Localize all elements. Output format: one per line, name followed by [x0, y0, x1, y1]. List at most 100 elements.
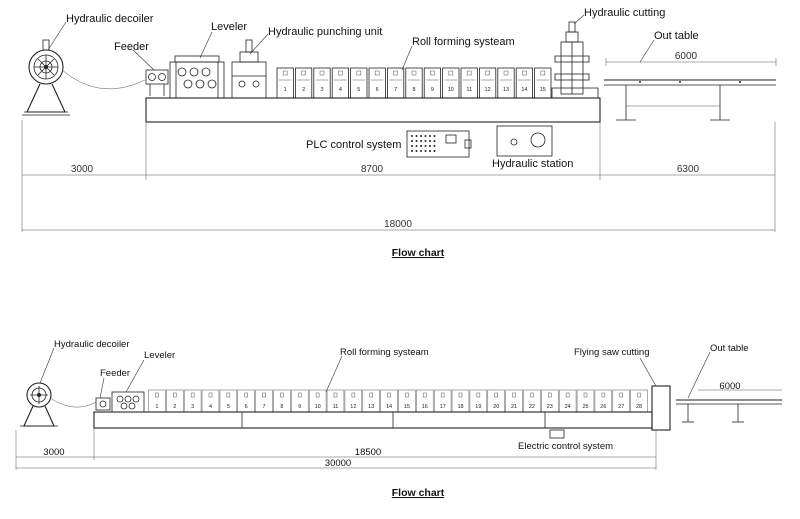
station2-roll-8	[280, 392, 284, 398]
station-number-4: 4	[339, 87, 342, 93]
station2-roll-3	[190, 392, 195, 398]
station-number-5: 5	[357, 87, 360, 93]
station-7	[386, 67, 405, 99]
station2-roll-10	[315, 392, 320, 398]
dim-total-1: 18000	[384, 219, 412, 230]
station-roll-12	[485, 70, 490, 76]
plc-key	[433, 135, 436, 137]
label-decoiler-2: Hydraulic decoiler	[54, 339, 130, 350]
dim-total-2: 30000	[325, 458, 351, 469]
leveler-1	[169, 55, 225, 99]
plc-key	[433, 145, 436, 147]
station2-number-20: 20	[493, 404, 499, 410]
punching-unit-1	[231, 39, 267, 99]
out-table-length-1: 6000	[675, 51, 698, 62]
plc-key	[429, 150, 431, 152]
station2-roll-13	[369, 392, 373, 398]
plc-key	[429, 140, 431, 142]
station2-number-13: 13	[368, 404, 374, 410]
station-number-13: 13	[503, 87, 509, 93]
plc-key	[420, 140, 422, 142]
label-leveler-2: Leveler	[144, 350, 175, 361]
dimension-lines-2: 3000 18500 30000	[15, 428, 657, 470]
station2-number-16: 16	[422, 404, 428, 410]
station2-roll-1	[155, 392, 159, 398]
station-number-7: 7	[394, 87, 397, 93]
plc-key	[424, 135, 427, 137]
station2-roll-24	[565, 392, 570, 398]
station-roll-13	[503, 70, 509, 76]
machine-bed-1	[145, 97, 601, 123]
station-roll-8	[411, 70, 417, 76]
station-2	[294, 67, 313, 99]
station-roll-7	[393, 70, 398, 76]
station-11	[460, 67, 478, 99]
station-number-14: 14	[521, 87, 527, 93]
label-out-table-2: Out table	[710, 343, 749, 354]
dim-3000-2: 3000	[43, 447, 64, 458]
station2-number-4: 4	[209, 404, 212, 410]
plc-key	[415, 150, 418, 152]
dimension-lines-1: 3000 8700 6300 18000	[21, 120, 776, 232]
label-cutting-1: Hydraulic cutting	[584, 7, 665, 19]
plc-key	[411, 150, 413, 152]
label-plc-1: PLC control system	[306, 139, 401, 151]
station-roll-11	[466, 70, 472, 76]
label-punching-1: Hydraulic punching unit	[268, 26, 382, 38]
station2-roll-11	[333, 392, 338, 398]
station-14	[515, 67, 534, 99]
plc-key	[415, 145, 418, 147]
station2-roll-9	[298, 392, 302, 398]
station2-roll-17	[440, 392, 445, 398]
station-number-6: 6	[376, 87, 379, 93]
out-table-1: 6000	[604, 51, 777, 121]
station2-roll-12	[351, 392, 356, 398]
station2-number-9: 9	[298, 404, 301, 410]
plc-key	[433, 140, 436, 142]
station2-roll-27	[619, 392, 623, 398]
station2-roll-16	[423, 392, 427, 398]
station2-number-23: 23	[547, 404, 553, 410]
plc-box-1	[406, 130, 472, 158]
station2-roll-20	[494, 392, 498, 398]
station2-roll-6	[244, 392, 248, 398]
station2-number-6: 6	[245, 404, 248, 410]
station2-number-26: 26	[600, 404, 606, 410]
plc-key	[424, 140, 427, 142]
station2-roll-18	[458, 392, 463, 398]
station2-number-21: 21	[511, 404, 517, 410]
plc-key	[411, 140, 413, 142]
label-feeder-2: Feeder	[100, 368, 130, 379]
station-roll-5	[356, 70, 362, 76]
station-8	[405, 67, 423, 99]
plc-key	[420, 150, 422, 152]
station-15	[534, 67, 552, 99]
caption-1: Flow chart	[392, 247, 445, 259]
electric-box-2	[549, 429, 565, 439]
plc-key	[420, 145, 422, 147]
plc-key	[429, 135, 431, 137]
dim-6300-1: 6300	[677, 164, 700, 175]
station2-roll-15	[405, 392, 409, 398]
station-number-15: 15	[540, 87, 546, 93]
station2-roll-22	[530, 392, 534, 398]
station-number-11: 11	[466, 87, 472, 93]
feeder-1	[145, 69, 169, 96]
station2-number-19: 19	[475, 404, 481, 410]
plc-key	[411, 145, 413, 147]
station-number-3: 3	[320, 87, 323, 93]
station2-roll-25	[583, 392, 588, 398]
station-6	[368, 67, 386, 99]
station2-number-8: 8	[280, 404, 283, 410]
decoiler-2	[20, 382, 97, 427]
station2-number-28: 28	[636, 404, 642, 410]
label-leveler-1: Leveler	[211, 21, 247, 33]
station2-roll-2	[173, 392, 177, 398]
station2-number-5: 5	[227, 404, 230, 410]
hydraulic-cutting-1	[551, 21, 599, 99]
station-3	[313, 67, 331, 99]
